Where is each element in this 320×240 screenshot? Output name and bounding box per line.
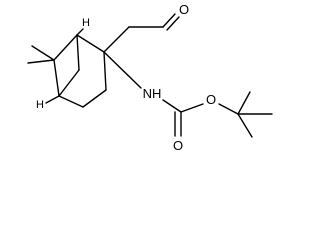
bond-h-top <box>76 28 84 36</box>
bond-ester-o-cq <box>218 103 239 115</box>
bond-methyl-1 <box>31 45 55 61</box>
bond-cq-me-top <box>237 91 251 115</box>
amide-nh-label: NH <box>143 86 162 101</box>
boc-carbamate-bonds <box>103 51 273 138</box>
bond-cho-double-a <box>162 13 176 28</box>
bridgehead-h-bottom: H <box>36 99 44 111</box>
bond-c2-n <box>103 51 142 89</box>
bond-c5-c6 <box>53 59 60 97</box>
aldehyde-side-chain <box>103 13 180 53</box>
bicyclic-ring-bonds <box>53 34 107 108</box>
bond-c1-c2 <box>76 34 105 53</box>
ester-oxygen-label: O <box>206 92 216 107</box>
bond-c3-c4 <box>82 89 107 108</box>
bond-cho-double-b <box>166 16 180 31</box>
bond-c6-c1 <box>53 34 78 61</box>
bond-cq-me-bottom <box>237 113 253 138</box>
bond-c2-c3 <box>103 51 107 91</box>
bond-carbonyl-ester-o <box>180 103 204 113</box>
gem-dimethyl-bonds <box>27 45 55 64</box>
bond-h-bottom <box>45 95 60 104</box>
chemical-structure-diagram: H H O NH O O <box>27 2 273 153</box>
bond-c2-ch2 <box>103 26 130 53</box>
bond-bridge-c7-c5 <box>58 69 80 97</box>
bond-c4-c5 <box>58 95 84 108</box>
bond-n-carbonyl <box>162 99 182 113</box>
carbonyl-oxygen-label: O <box>173 138 183 153</box>
bridgehead-h-top: H <box>82 17 90 29</box>
aldehyde-oxygen-label: O <box>179 2 189 17</box>
bond-methyl-2 <box>27 59 55 64</box>
bond-bridge-c1-c7 <box>76 34 80 71</box>
